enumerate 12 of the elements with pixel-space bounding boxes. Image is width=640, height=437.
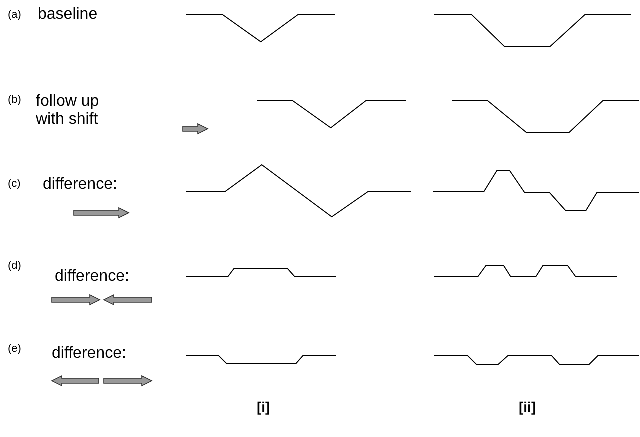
panel-letter: (b) — [8, 94, 22, 106]
panel-letter: (c) — [8, 178, 21, 190]
row-label: baseline — [38, 6, 98, 24]
panel-letter: (d) — [8, 260, 22, 272]
row-label: difference: — [55, 268, 130, 286]
row-label: follow up with shift — [36, 93, 100, 128]
panel-letter: (e) — [8, 343, 22, 356]
row-label: difference: — [43, 176, 118, 194]
column-label: [ii] — [519, 400, 536, 416]
column-label: [i] — [257, 400, 270, 416]
row-label: difference: — [52, 345, 126, 363]
panel-letter: (a) — [8, 9, 22, 22]
